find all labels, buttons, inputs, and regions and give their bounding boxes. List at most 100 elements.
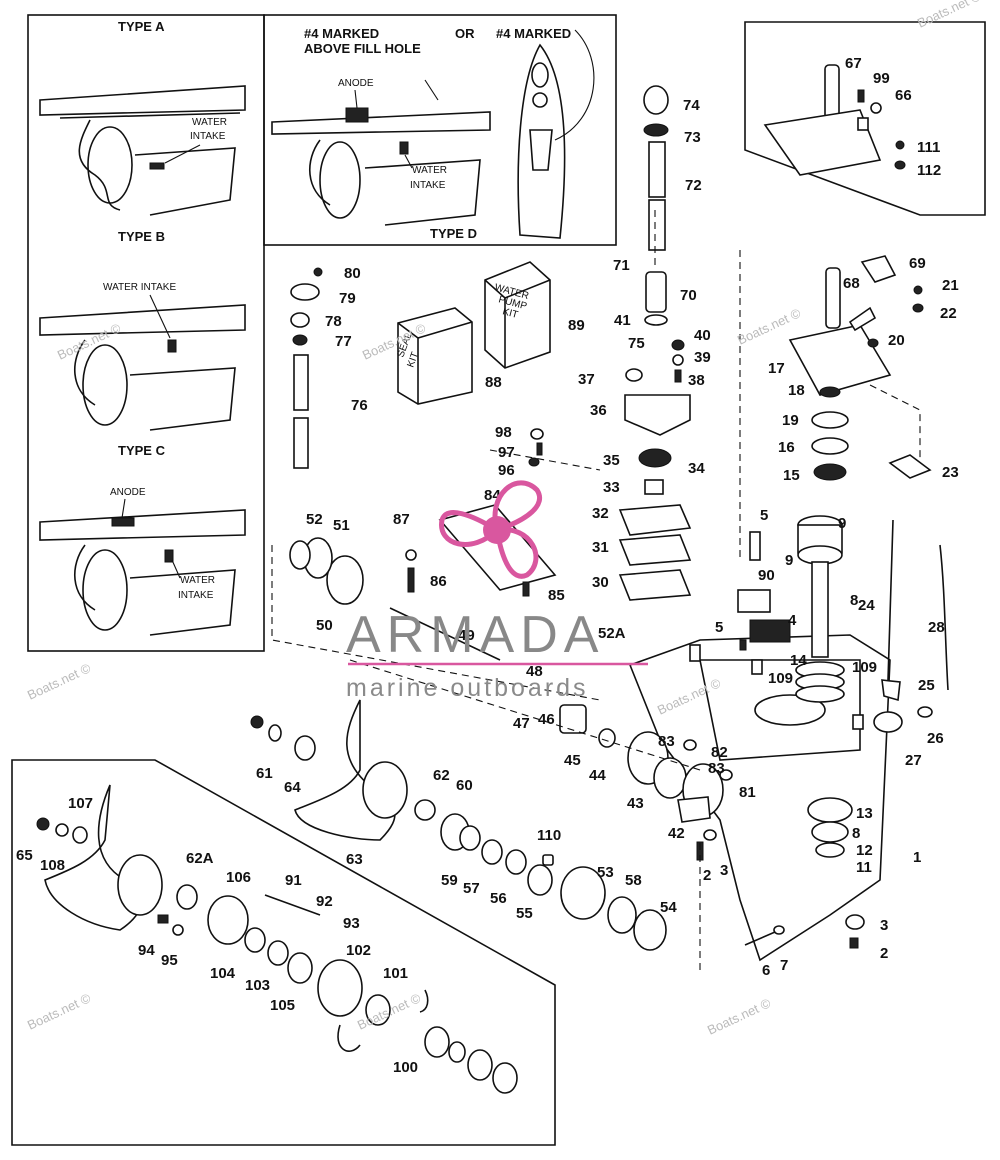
brand-tagline: marine outboards xyxy=(346,674,589,702)
part-number-9: 9 xyxy=(785,552,793,569)
part-number-51: 51 xyxy=(333,517,350,534)
part-number-106: 106 xyxy=(226,869,251,886)
part-number-26: 26 xyxy=(927,730,944,747)
part-number-74: 74 xyxy=(683,97,700,114)
propeller-logo-icon xyxy=(439,480,542,579)
shift-assembly xyxy=(788,255,932,481)
part-number-23: 23 xyxy=(942,464,959,481)
seal-kit-box: SEAL KIT xyxy=(395,307,473,405)
part-number-102: 102 xyxy=(346,942,371,959)
part-number-58: 58 xyxy=(625,872,642,889)
part-number-34: 34 xyxy=(688,460,705,477)
part-number-78: 78 xyxy=(325,313,342,330)
type-b-label: TYPE B xyxy=(118,229,165,244)
part-number-32: 32 xyxy=(592,505,609,522)
part-number-109: 109 xyxy=(768,670,793,687)
part-number-17: 17 xyxy=(768,360,785,377)
part-number-81: 81 xyxy=(739,784,756,801)
part-number-72: 72 xyxy=(685,177,702,194)
propeller-shaft-assembly xyxy=(289,537,724,817)
part-number-82: 82 xyxy=(711,744,728,761)
part-number-107: 107 xyxy=(68,795,93,812)
type-d-side-view xyxy=(271,79,491,226)
watermark: Boats.net © xyxy=(915,0,983,31)
svg-text:KIT: KIT xyxy=(501,306,519,321)
watermark: Boats.net © xyxy=(705,995,773,1038)
part-number-16: 16 xyxy=(778,439,795,456)
part-number-92: 92 xyxy=(316,893,333,910)
type-a-water-intake-1: WATER xyxy=(192,117,227,128)
part-number-22: 22 xyxy=(940,305,957,322)
inset-top-right-frame xyxy=(744,21,986,216)
part-number-65: 65 xyxy=(16,847,33,864)
part-number-25: 25 xyxy=(918,677,935,694)
marked-top-view: #4 MARKED xyxy=(496,26,571,41)
type-a-water-intake-2: INTAKE xyxy=(190,131,226,142)
part-number-54: 54 xyxy=(660,899,677,916)
part-number-93: 93 xyxy=(343,915,360,932)
type-d-label: TYPE D xyxy=(430,226,477,241)
type-c-view xyxy=(39,509,246,636)
marked-above-fill-hole-1: #4 MARKED xyxy=(304,26,379,41)
part-number-49: 49 xyxy=(458,627,475,644)
part-number-2: 2 xyxy=(703,867,711,884)
type-c-label: TYPE C xyxy=(118,443,166,458)
part-number-37: 37 xyxy=(578,371,595,388)
part-number-75: 75 xyxy=(628,335,645,352)
type-d-water-intake-1: WATER xyxy=(412,165,447,176)
part-number-3: 3 xyxy=(880,917,888,934)
part-number-103: 103 xyxy=(245,977,270,994)
part-number-63: 63 xyxy=(346,851,363,868)
part-number-31: 31 xyxy=(592,539,609,556)
part-number-97: 97 xyxy=(498,444,515,461)
armada-logo: ARMADA marine outboards xyxy=(346,480,648,702)
part-number-83: 83 xyxy=(658,733,675,750)
part-number-86: 86 xyxy=(430,573,447,590)
part-number-11: 11 xyxy=(856,859,872,876)
part-number-59: 59 xyxy=(441,872,458,889)
part-number-5: 5 xyxy=(715,619,723,636)
part-number-67: 67 xyxy=(845,55,862,72)
part-number-70: 70 xyxy=(680,287,697,304)
part-number-35: 35 xyxy=(603,452,620,469)
part-number-18: 18 xyxy=(788,382,805,399)
part-number-45: 45 xyxy=(564,752,581,769)
part-number-108: 108 xyxy=(40,857,65,874)
part-number-88: 88 xyxy=(485,374,502,391)
inset-propeller-frame xyxy=(11,759,556,1146)
part-number-109: 109 xyxy=(852,659,877,676)
part-number-94: 94 xyxy=(138,942,155,959)
type-a-label: TYPE A xyxy=(118,19,165,34)
inset-top-right-parts xyxy=(763,64,906,176)
water-pump-kit-box: WATER PUMP KIT xyxy=(484,261,551,369)
part-number-14: 14 xyxy=(790,652,807,669)
part-number-110: 110 xyxy=(537,827,561,844)
part-number-40: 40 xyxy=(694,327,711,344)
part-number-91: 91 xyxy=(285,872,302,889)
part-number-112: 112 xyxy=(917,162,941,179)
type-b-view xyxy=(39,304,246,431)
part-number-19: 19 xyxy=(782,412,799,429)
part-number-39: 39 xyxy=(694,349,711,366)
type-b-water-intake: WATER INTAKE xyxy=(103,282,176,293)
part-number-83: 83 xyxy=(708,760,725,777)
watermark: Boats.net © xyxy=(355,990,423,1033)
part-number-21: 21 xyxy=(942,277,959,294)
part-number-47: 47 xyxy=(513,715,530,732)
driveshaft-stack xyxy=(618,85,692,601)
part-number-100: 100 xyxy=(393,1059,418,1076)
part-number-87: 87 xyxy=(393,511,410,528)
part-number-96: 96 xyxy=(498,462,515,479)
part-number-30: 30 xyxy=(592,574,609,591)
part-number-76: 76 xyxy=(351,397,368,414)
part-number-62: 62 xyxy=(433,767,450,784)
part-number-12: 12 xyxy=(856,842,873,859)
propeller-inset-parts xyxy=(36,784,518,1094)
part-number-42: 42 xyxy=(668,825,685,842)
inset-types-abc-frame xyxy=(27,14,265,652)
part-number-80: 80 xyxy=(344,265,361,282)
part-number-85: 85 xyxy=(548,587,565,604)
part-number-9: 9 xyxy=(838,515,846,532)
type-c-anode: ANODE xyxy=(110,487,146,498)
